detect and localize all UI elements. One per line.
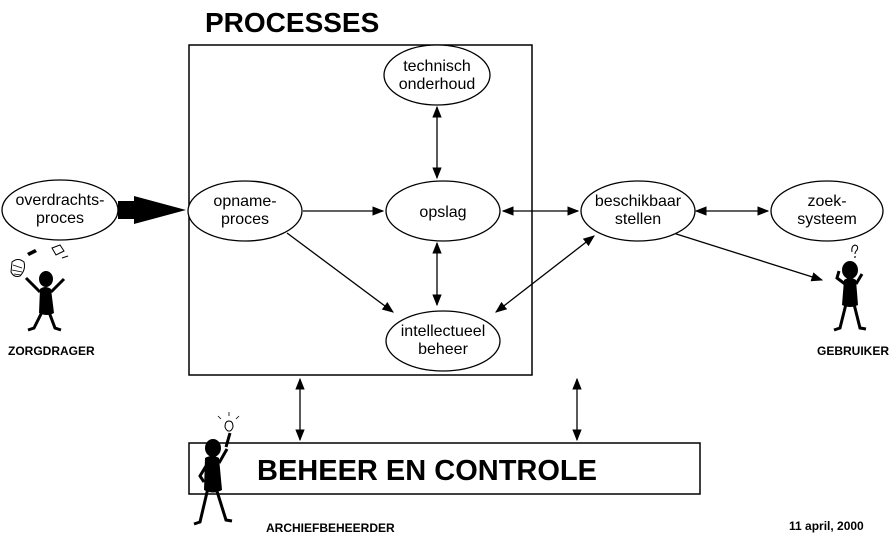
node-beschikbaar-stellen: beschikbaar stellen bbox=[580, 180, 696, 242]
beheer-en-controle-label: BEHEER EN CONTROLE bbox=[257, 455, 597, 487]
arrow-intellectueel-beschikbaar bbox=[495, 235, 595, 313]
connectors bbox=[286, 105, 824, 442]
node-zoek-systeem: zoek- systeem bbox=[770, 180, 884, 242]
beheer-en-controle-box bbox=[188, 442, 701, 495]
arrow-opname-intellectueel bbox=[286, 232, 394, 313]
node-technisch-onderhoud: technisch onderhoud bbox=[383, 44, 491, 106]
node-intellectueel-beheer: intellectueel beheer bbox=[385, 310, 501, 372]
node-opname-proces-line1: opname- bbox=[213, 193, 276, 210]
date-label: 11 april, 2000 bbox=[789, 519, 864, 533]
actor-label-zorgdrager: ZORGDRAGER bbox=[8, 344, 95, 358]
node-opname-proces-line2: proces bbox=[221, 211, 269, 228]
node-beschikbaar-stellen-line1: beschikbaar bbox=[595, 193, 682, 210]
node-zoek-systeem-line2: systeem bbox=[797, 211, 857, 228]
node-opname-proces: opname- proces bbox=[187, 180, 303, 242]
node-overdrachts-proces-line2: proces bbox=[36, 210, 84, 227]
node-overdrachts-proces-line1: overdrachts- bbox=[16, 192, 105, 209]
node-overdrachts-proces: overdrachts- proces bbox=[1, 179, 119, 241]
node-zoek-systeem-line1: zoek- bbox=[807, 193, 846, 210]
node-intellectueel-beheer-line2: beheer bbox=[418, 341, 468, 358]
gebruiker-figure-icon bbox=[833, 244, 867, 332]
node-technisch-onderhoud-line1: technisch bbox=[403, 58, 471, 75]
node-technisch-onderhoud-line2: onderhoud bbox=[399, 76, 476, 93]
node-intellectueel-beheer-line1: intellectueel bbox=[401, 323, 486, 340]
diagram-title: PROCESSES bbox=[205, 7, 379, 38]
arrow-beschikbaar-gebruiker bbox=[669, 231, 824, 282]
transfer-arrow bbox=[118, 196, 186, 224]
actor-label-gebruiker: GEBRUIKER bbox=[817, 344, 889, 358]
archiefbeheerder-figure-icon bbox=[193, 412, 240, 526]
node-opslag: opslag bbox=[385, 180, 501, 242]
node-beschikbaar-stellen-line2: stellen bbox=[615, 211, 661, 228]
node-opslag-label: opslag bbox=[419, 204, 466, 221]
zorgdrager-figure-icon bbox=[10, 244, 69, 332]
actor-label-archiefbeheerder: ARCHIEFBEHEERDER bbox=[266, 521, 395, 535]
